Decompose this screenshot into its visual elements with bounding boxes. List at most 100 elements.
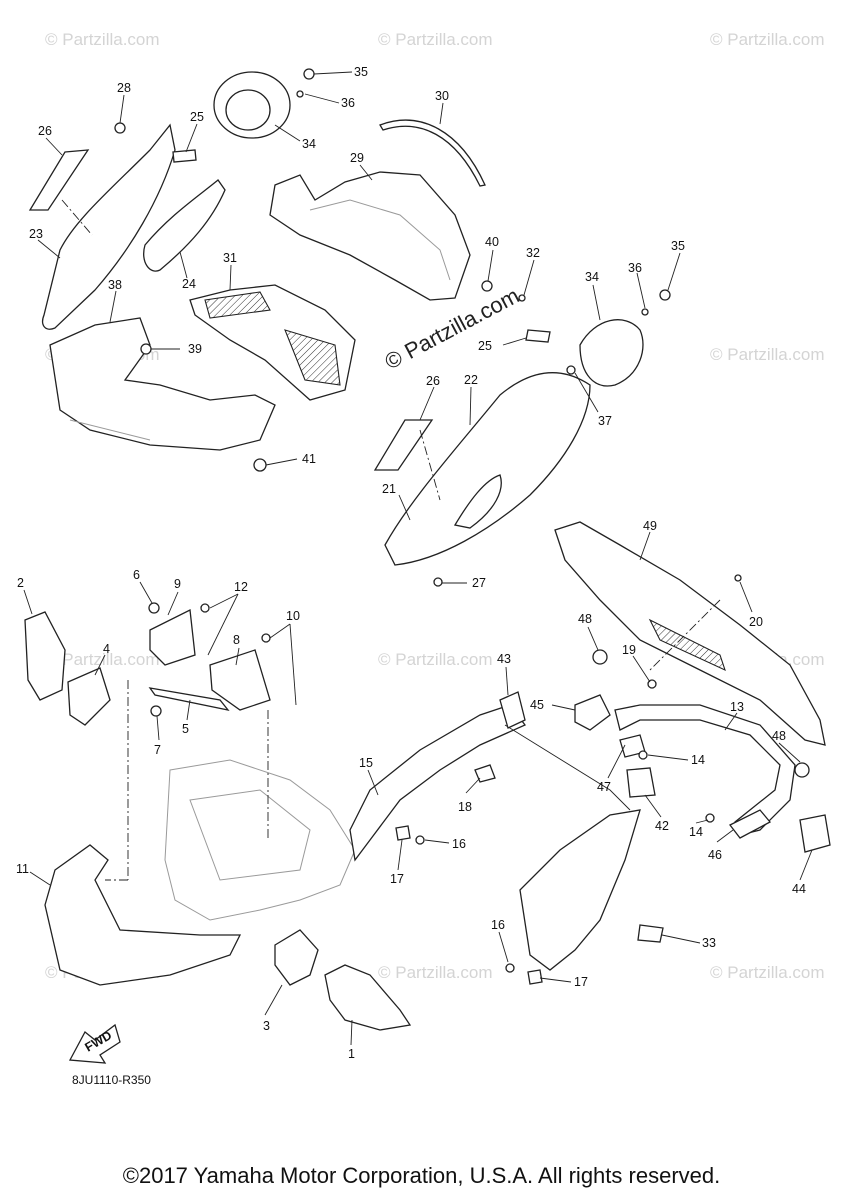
leader — [632, 655, 651, 683]
callout-1: 1 — [348, 1047, 355, 1061]
emblem-sticker-26 — [28, 149, 90, 211]
leader — [119, 94, 125, 124]
leader — [644, 794, 662, 818]
bolt-28 — [114, 122, 126, 134]
watermark: © Partzilla.com — [710, 963, 825, 982]
callout-26-right: 26 — [426, 374, 440, 388]
inner-panel-body — [49, 317, 276, 451]
lamp-ring-upper — [213, 68, 315, 139]
bolt-6 — [148, 602, 160, 614]
frame-detail — [189, 789, 311, 881]
leader — [502, 337, 527, 346]
callout-17: 17 — [390, 872, 404, 886]
leader — [359, 164, 373, 181]
leader — [209, 593, 239, 609]
clip-17 — [395, 825, 411, 841]
leader — [661, 934, 701, 944]
pad-25-right — [525, 329, 551, 343]
leader — [523, 259, 535, 296]
front-cowl-11 — [44, 844, 242, 986]
callout-7: 7 — [154, 743, 161, 757]
watermark: © Partzilla.com — [378, 963, 493, 982]
bolt-35-right — [659, 289, 671, 301]
forward-arrow: FWD — [68, 1023, 121, 1064]
callout-29: 29 — [350, 151, 364, 165]
leader — [587, 626, 599, 651]
leader — [350, 1019, 353, 1046]
mesh-panel-31 — [189, 284, 356, 401]
leader — [398, 494, 411, 521]
bracket-9 — [149, 609, 196, 666]
callout-28: 28 — [117, 81, 131, 95]
leader — [647, 754, 689, 761]
watermark: © Partzilla.com — [710, 345, 825, 364]
left-small-parts — [24, 602, 271, 726]
callout-34: 34 — [302, 137, 316, 151]
callout-42: 42 — [655, 819, 669, 833]
leader — [799, 849, 813, 881]
duct-1-body — [324, 964, 412, 1031]
leader — [778, 742, 801, 763]
watermark: © Partzilla.com — [45, 30, 160, 49]
leader — [505, 666, 509, 696]
leader — [29, 871, 51, 886]
center-cowl-lower — [519, 809, 641, 971]
callout-12: 12 — [234, 580, 248, 594]
leader — [274, 124, 301, 142]
callout-43: 43 — [497, 652, 511, 666]
leader — [551, 704, 576, 711]
assembly-lines — [61, 199, 721, 881]
center-cowl-15 — [349, 691, 664, 985]
callout-14-lower: 14 — [689, 825, 703, 839]
grommet-48 — [592, 649, 608, 665]
frame-reference — [164, 759, 356, 921]
watermark: © Partzilla.com — [378, 30, 493, 49]
callout-20: 20 — [749, 615, 763, 629]
leader — [716, 829, 734, 843]
callout-22: 22 — [464, 373, 478, 387]
callout-39: 39 — [188, 342, 202, 356]
grommet-45 — [574, 694, 611, 731]
bolt-16-lower — [505, 963, 515, 973]
callout-24: 24 — [182, 277, 196, 291]
bolt-40 — [481, 280, 493, 292]
lamp-ring-inner — [225, 89, 271, 131]
leader — [313, 71, 353, 75]
callout-23: 23 — [29, 227, 43, 241]
grommet-48-right — [794, 762, 810, 778]
callout-10: 10 — [286, 609, 300, 623]
callout-33: 33 — [702, 936, 716, 950]
leader — [304, 93, 340, 104]
leader — [367, 769, 379, 796]
leader — [185, 123, 198, 153]
inner-panel-detail — [69, 419, 151, 441]
leader — [264, 984, 283, 1016]
lamp-ring-right — [566, 289, 671, 387]
bolt-12 — [200, 603, 210, 613]
inner-panel-38 — [49, 317, 276, 472]
cover-2 — [24, 611, 66, 701]
callout-46: 46 — [708, 848, 722, 862]
washer-36 — [296, 90, 304, 98]
leader — [667, 252, 681, 291]
leader — [592, 284, 601, 321]
leader — [37, 239, 61, 259]
callout-14: 14 — [691, 753, 705, 767]
leader — [186, 699, 191, 721]
leader — [424, 839, 450, 844]
nut-7 — [150, 705, 162, 717]
watermark: © Partzilla.com — [710, 30, 825, 49]
stay-18 — [474, 764, 496, 783]
leader — [156, 715, 160, 741]
mesh-hatch — [284, 329, 341, 386]
bracket-4 — [67, 667, 111, 726]
leader — [109, 290, 117, 323]
leader — [607, 744, 626, 779]
cowling-detail — [309, 199, 451, 281]
clip-17-lower — [527, 969, 543, 985]
callout-labels: 35 36 34 28 25 26 23 24 30 29 31 38 39 4… — [16, 65, 806, 1061]
callout-32: 32 — [526, 246, 540, 260]
bolt-27 — [433, 577, 443, 587]
side-cover-21 — [384, 372, 591, 566]
